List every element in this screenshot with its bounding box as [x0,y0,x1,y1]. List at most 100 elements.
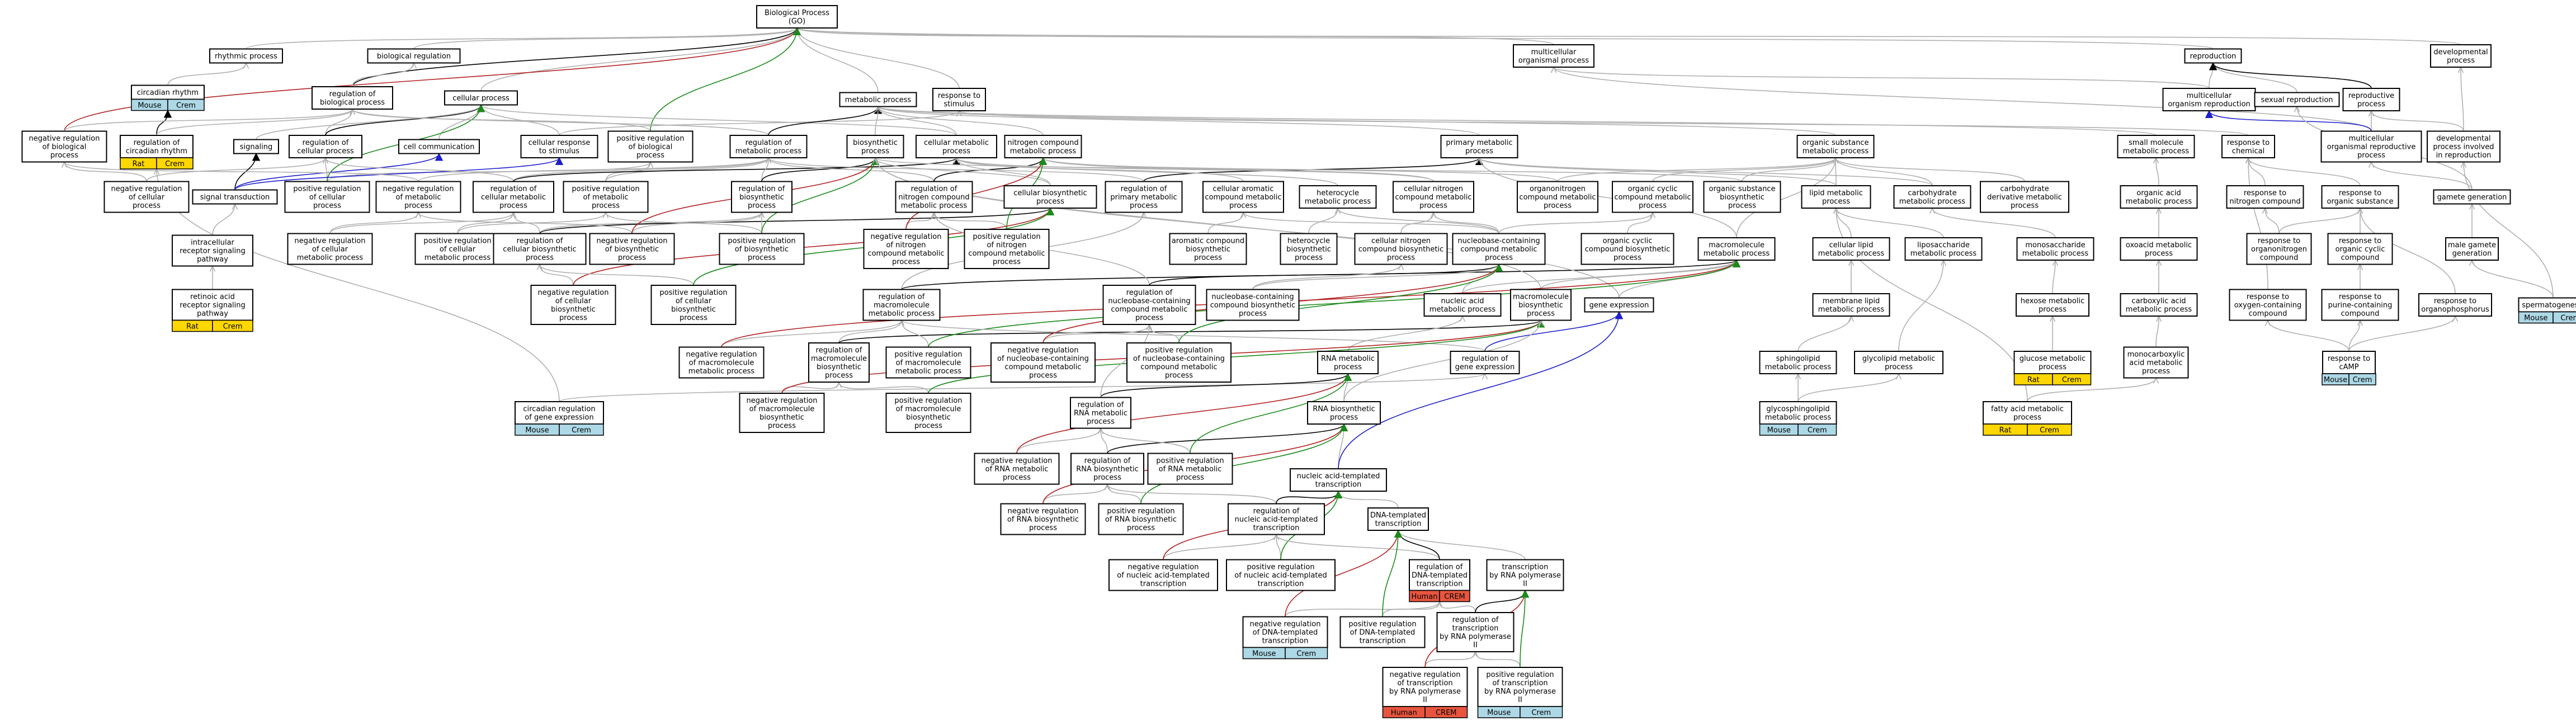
go-term-gamete[interactable]: gamete generation [2433,189,2511,205]
go-term-breg[interactable]: biological regulation [367,48,461,64]
go-term-sexualrepro[interactable]: sexual reproduction [2254,92,2340,107]
go-term-sigtrans[interactable]: signal transduction [192,189,278,205]
go-term-cellproc[interactable]: cellular process [444,90,518,106]
go-term-rhythmic[interactable]: rhythmic process [209,48,283,64]
go-term-metab[interactable]: metabolic process [839,92,917,107]
go-term-spermato[interactable]: spermatogenesisMouseCrem [2518,297,2576,324]
go-term-regdnatrans[interactable]: regulation ofDNA-templatedtranscriptionH… [1409,559,1470,602]
go-term-regnucleo[interactable]: regulation ofnucleobase-containingcompou… [1102,285,1196,325]
